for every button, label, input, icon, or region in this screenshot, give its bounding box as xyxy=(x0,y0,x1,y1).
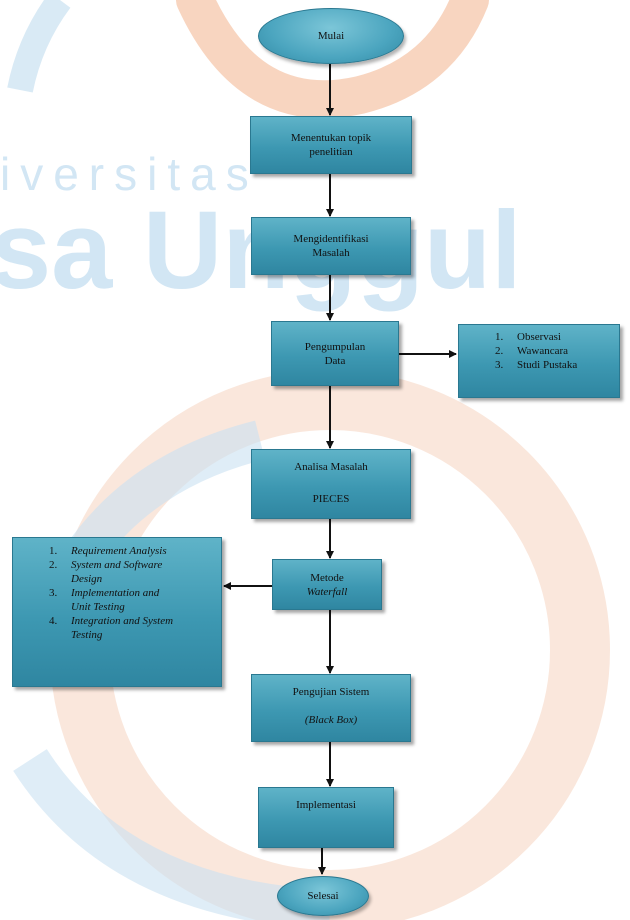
waterfall-stages: 1.Requirement Analysis 2.System and Soft… xyxy=(12,537,222,687)
step-waterfall-method-line1: Metode xyxy=(310,571,344,584)
method-literature-study: Studi Pustaka xyxy=(517,359,578,371)
step-system-testing-blackbox: (Black Box) xyxy=(304,714,358,726)
start-terminator: Mulai xyxy=(258,8,404,64)
step-implementation-label: Implementasi xyxy=(296,799,356,811)
step-system-testing: Pengujian Sistem (Black Box) xyxy=(251,674,411,742)
start-label: Mulai xyxy=(317,30,345,42)
step-problem-analysis-line1: Analisa Masalah xyxy=(294,461,368,473)
stage-requirement-analysis: Requirement Analysis xyxy=(71,545,167,557)
step-identify-problem-line1: Mengidentifikasi xyxy=(293,233,369,245)
stage-item: 1.Requirement Analysis xyxy=(49,545,167,557)
stage-implementation-line2: Unit Testing xyxy=(71,601,125,613)
step-determine-topic: Menentukan topik penelitian xyxy=(250,116,412,174)
data-collection-methods: 1.Observasi 2.Wawancara 3.Studi Pustaka xyxy=(458,324,620,398)
method-interview: Wawancara xyxy=(517,345,569,357)
method-item: 2.Wawancara xyxy=(495,345,569,357)
step-data-collection-line1: Pengumpulan xyxy=(304,340,366,353)
step-identify-problem-line2: Masalah xyxy=(312,247,350,259)
end-label: Selesai xyxy=(307,890,339,902)
method-item: 1.Observasi xyxy=(495,331,561,343)
step-determine-topic-line2: penelitian xyxy=(309,146,353,158)
step-data-collection: Pengumpulan Data xyxy=(271,321,399,386)
stage-implementation-line1: Implementation and xyxy=(71,587,160,599)
method-item: 3.Studi Pustaka xyxy=(495,359,578,371)
step-implementation: Implementasi xyxy=(258,787,394,848)
watermark-text-line1: iversitas xyxy=(0,148,259,200)
step-waterfall-method: Metode Waterfall xyxy=(272,559,382,610)
step-problem-analysis-pieces: PIECES xyxy=(312,493,350,505)
step-identify-problem: Mengidentifikasi Masalah xyxy=(251,217,411,275)
stage-system-design-line2: Design xyxy=(71,573,103,585)
stage-integration-line2: Testing xyxy=(71,629,103,641)
end-terminator: Selesai xyxy=(277,876,369,916)
stage-integration-line1: Integration and System xyxy=(71,615,174,627)
step-data-collection-line2: Data xyxy=(324,354,346,367)
step-system-testing-line1: Pengujian Sistem xyxy=(292,686,370,698)
step-problem-analysis: Analisa Masalah PIECES xyxy=(251,449,411,519)
step-determine-topic-line1: Menentukan topik xyxy=(290,132,372,144)
method-observation: Observasi xyxy=(517,331,561,343)
stage-system-design-line1: System and Software xyxy=(71,559,163,571)
step-waterfall-method-line2: Waterfall xyxy=(306,585,348,598)
